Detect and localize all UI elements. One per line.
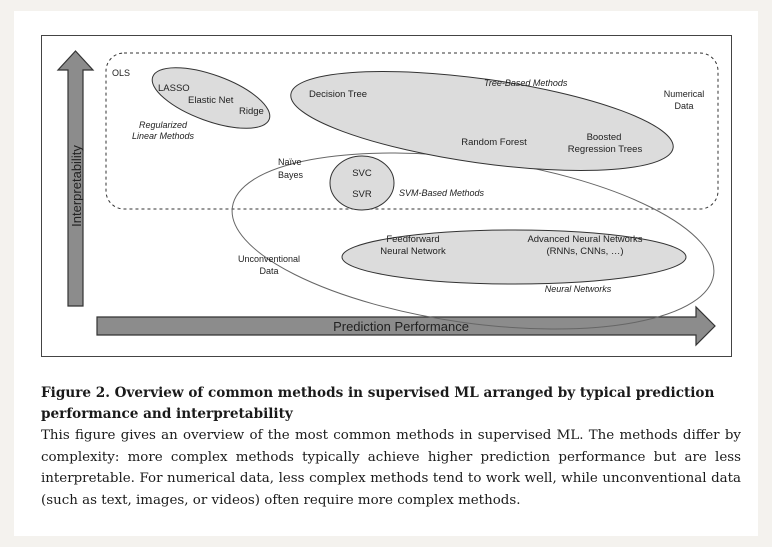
lasso-label: LASSO xyxy=(158,83,190,94)
prediction-performance-arrow xyxy=(96,305,716,347)
naive-bayes-label-line2: Bayes xyxy=(278,170,304,180)
numerical-data-label-line2: Data xyxy=(674,101,693,111)
tree-based-methods-label: Tree-Based Methods xyxy=(484,78,568,88)
figure-diagram: Interpretability Prediction Performance … xyxy=(41,35,732,357)
caption-title: Figure 2. Overview of common methods in … xyxy=(41,385,715,422)
svm-based-methods-label: SVM-Based Methods xyxy=(399,188,485,198)
naive-bayes-label-line1: Naïve xyxy=(278,157,302,167)
elastic-net-label: Elastic Net xyxy=(188,95,234,106)
advanced-nn-label-line2: (RNNs, CNNs, …) xyxy=(546,246,623,257)
figure-caption: Figure 2. Overview of common methods in … xyxy=(41,383,741,511)
regularized-label-line1: Regularized xyxy=(139,120,188,130)
feedforward-label-line2: Neural Network xyxy=(380,246,446,257)
interpretability-axis-label: Interpretability xyxy=(69,145,84,227)
svc-label: SVC xyxy=(352,168,372,179)
caption-body: This figure gives an overview of the mos… xyxy=(41,428,741,508)
neural-networks-label: Neural Networks xyxy=(545,284,612,294)
prediction-performance-axis-label: Prediction Performance xyxy=(333,319,469,334)
neural-networks-ellipse xyxy=(341,229,687,285)
random-forest-label: Random Forest xyxy=(461,137,527,148)
svm-methods-ellipse xyxy=(329,155,395,211)
unconventional-data-label-line1: Unconventional xyxy=(238,254,300,264)
page: Interpretability Prediction Performance … xyxy=(14,11,758,536)
advanced-nn-label-line1: Advanced Neural Networks xyxy=(527,234,642,245)
ols-label: OLS xyxy=(112,68,130,78)
boosted-label-line2: Regression Trees xyxy=(568,144,643,155)
regularized-methods-ellipse xyxy=(151,67,271,129)
numerical-data-label-line1: Numerical xyxy=(664,89,705,99)
interpretability-arrow xyxy=(56,50,95,307)
svr-label: SVR xyxy=(352,189,372,200)
regularized-label-line2: Linear Methods xyxy=(132,131,195,141)
ridge-label: Ridge xyxy=(239,106,264,117)
boosted-label-line1: Boosted xyxy=(587,132,622,143)
diagram-canvas: Interpretability Prediction Performance … xyxy=(56,50,719,347)
feedforward-label-line1: Feedforward xyxy=(386,234,439,245)
tree-based-methods-ellipse xyxy=(290,70,674,172)
decision-tree-label: Decision Tree xyxy=(309,89,367,100)
numerical-data-region xyxy=(105,52,719,210)
unconventional-data-label-line2: Data xyxy=(259,266,278,276)
